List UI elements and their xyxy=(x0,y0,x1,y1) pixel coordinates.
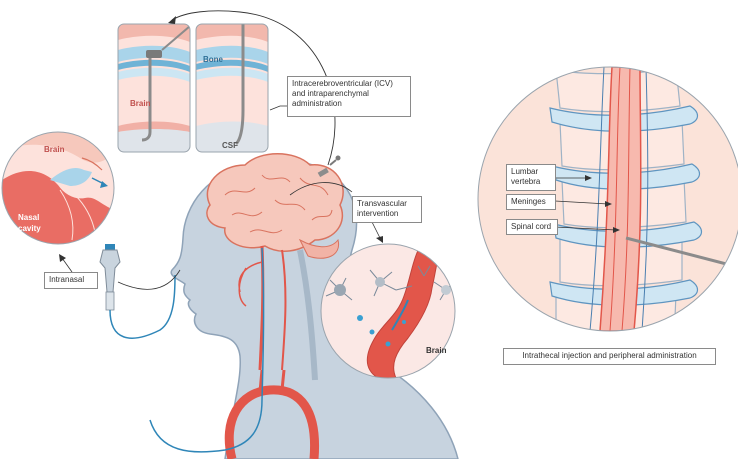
transvascular-label: Transvascular intervention xyxy=(352,196,422,223)
transvascular-arrowhead-icon xyxy=(376,236,383,243)
icv-needle-device xyxy=(317,155,341,178)
vessel-inset xyxy=(320,243,456,379)
intranasal-connector xyxy=(117,269,181,290)
vertebral-artery xyxy=(281,249,287,371)
spinal-cord-arrowhead-icon xyxy=(613,227,620,233)
nasal-inset-brain-text: Brain xyxy=(44,145,65,154)
aortic-arch xyxy=(224,385,320,459)
cervical-spine xyxy=(297,249,318,381)
icv-label: Intracerebroventricular (ICV) and intrap… xyxy=(287,76,411,117)
spinal-cord-label: Spinal cord xyxy=(506,219,558,235)
lumbar-arrowhead-icon xyxy=(585,175,592,181)
icv-inset-bone-text: Bone xyxy=(203,55,224,64)
intranasal-arrow-line xyxy=(61,257,73,273)
nasal-inset-cavity-line1: Nasal xyxy=(18,213,39,222)
meninges-label: Meninges xyxy=(506,194,556,210)
intranasal-label: Intranasal xyxy=(44,272,98,289)
icv-inset-brain-text: Brain xyxy=(130,99,151,108)
meninges-arrowhead-icon xyxy=(605,201,612,207)
transvascular-connector xyxy=(289,182,353,196)
intranasal-arrowhead-icon xyxy=(59,254,66,262)
intrathecal-label: Intrathecal injection and peripheral adm… xyxy=(503,348,716,365)
icv-inset-left xyxy=(117,23,191,153)
facial-artery xyxy=(238,261,263,307)
nasal-cavity-inset xyxy=(1,131,115,245)
spinal-cord-leader xyxy=(554,226,617,231)
brain-illustration xyxy=(206,153,344,259)
nasal-inset-cavity-line2: cavity xyxy=(18,224,41,233)
transvascular-catheter xyxy=(149,247,265,453)
lumbar-vertebra-label: Lumbar vertebra xyxy=(506,164,556,191)
meninges-leader xyxy=(554,200,609,205)
nasal-spray-device xyxy=(99,244,176,339)
vessel-inset-brain-text: Brain xyxy=(426,346,447,355)
icv-inset-csf-text: CSF xyxy=(222,141,238,150)
icv-inset-right xyxy=(195,23,269,153)
icv-arrowhead-icon xyxy=(168,16,176,24)
transvascular-arrow-line xyxy=(371,221,381,239)
